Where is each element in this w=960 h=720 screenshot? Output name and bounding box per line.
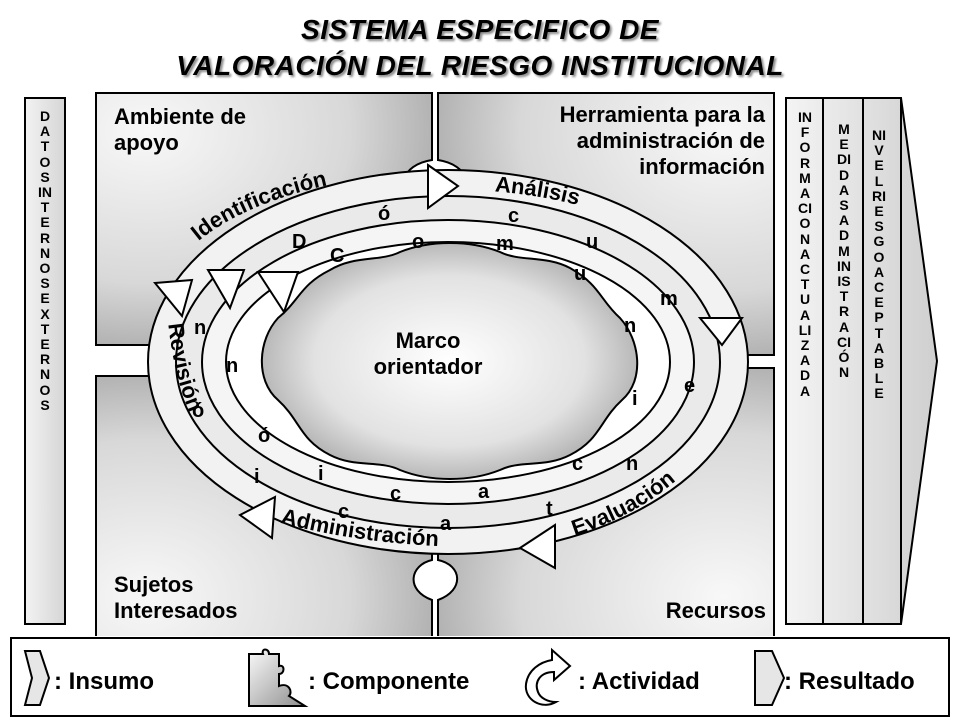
svg-text:ó: ó	[258, 425, 270, 447]
svg-text:c: c	[508, 205, 519, 227]
result-column-informacion: INFORMACION ACTUALIZADA	[798, 109, 814, 399]
legend-label-componente: : Componente	[308, 668, 470, 695]
svg-text:e: e	[684, 375, 695, 397]
svg-text:ó: ó	[378, 203, 390, 225]
componente-icon	[248, 648, 309, 707]
svg-text:i: i	[254, 466, 260, 488]
center-label-marco: Marco orientador	[373, 328, 483, 379]
central-diagram: Identificación Análisis Evaluación Admin…	[95, 92, 775, 636]
result-column-nivel: NIVEL RIESGO ACEPTABLE	[872, 127, 886, 402]
legend-label-actividad: : Actividad	[578, 668, 700, 695]
quadrant-label-sujetos: Sujetos Interesados	[114, 572, 238, 623]
svg-text:n: n	[624, 315, 636, 337]
legend	[10, 637, 950, 717]
svg-text:a: a	[478, 481, 490, 503]
svg-text:m: m	[496, 233, 514, 255]
diagram-title-line2: VALORACIÓN DEL RIESGO INSTITUCIONAL	[176, 50, 784, 81]
svg-text:ó: ó	[192, 400, 204, 422]
svg-text:D: D	[292, 231, 306, 253]
analisis-arrowhead	[697, 317, 744, 347]
svg-text:n: n	[194, 317, 206, 339]
quadrant-label-recursos: Recursos	[665, 598, 766, 623]
svg-text:o: o	[412, 231, 424, 253]
svg-text:i: i	[318, 463, 324, 485]
input-column-text: DATOS INTERNOS EXTERNOS	[38, 108, 54, 413]
resultado-icon	[754, 650, 786, 706]
svg-text:u: u	[586, 231, 598, 253]
svg-text:c: c	[390, 483, 401, 505]
quadrant-label-ambiente: Ambiente de apoyo	[114, 104, 247, 155]
legend-label-insumo: : Insumo	[54, 668, 154, 695]
diagram-title-line1: SISTEMA ESPECIFICO DE	[301, 14, 659, 45]
svg-text:c: c	[338, 501, 349, 523]
legend-label-resultado: : Resultado	[784, 668, 915, 695]
comunicacion-arrowhead	[256, 271, 300, 315]
administracion-arrowhead	[238, 495, 277, 540]
svg-text:c: c	[572, 453, 583, 475]
quadrant-label-herramienta: Herramienta para la administración de in…	[559, 102, 765, 179]
documentacion-arrowhead	[206, 269, 246, 311]
revision-arrowhead	[153, 278, 194, 319]
insumo-icon	[23, 650, 51, 706]
evaluacion-arrowhead	[518, 523, 556, 570]
svg-text:i: i	[632, 388, 638, 410]
input-column-datos: DATOS INTERNOS EXTERNOS	[24, 97, 66, 625]
actividad-icon	[524, 647, 572, 706]
result-arrow-shape	[785, 97, 939, 625]
svg-text:m: m	[660, 288, 678, 310]
svg-text:u: u	[574, 263, 586, 285]
marco-orientador-shape	[260, 242, 639, 480]
svg-text:n: n	[626, 453, 638, 475]
result-column-medidas: MEDIDAS ADMINISTRACIÓN	[837, 121, 853, 381]
identificacion-arrowhead	[427, 163, 460, 210]
svg-text:a: a	[440, 513, 452, 535]
svg-text:C: C	[330, 245, 344, 267]
svg-text:n: n	[226, 355, 238, 377]
svg-text:t: t	[546, 498, 553, 520]
